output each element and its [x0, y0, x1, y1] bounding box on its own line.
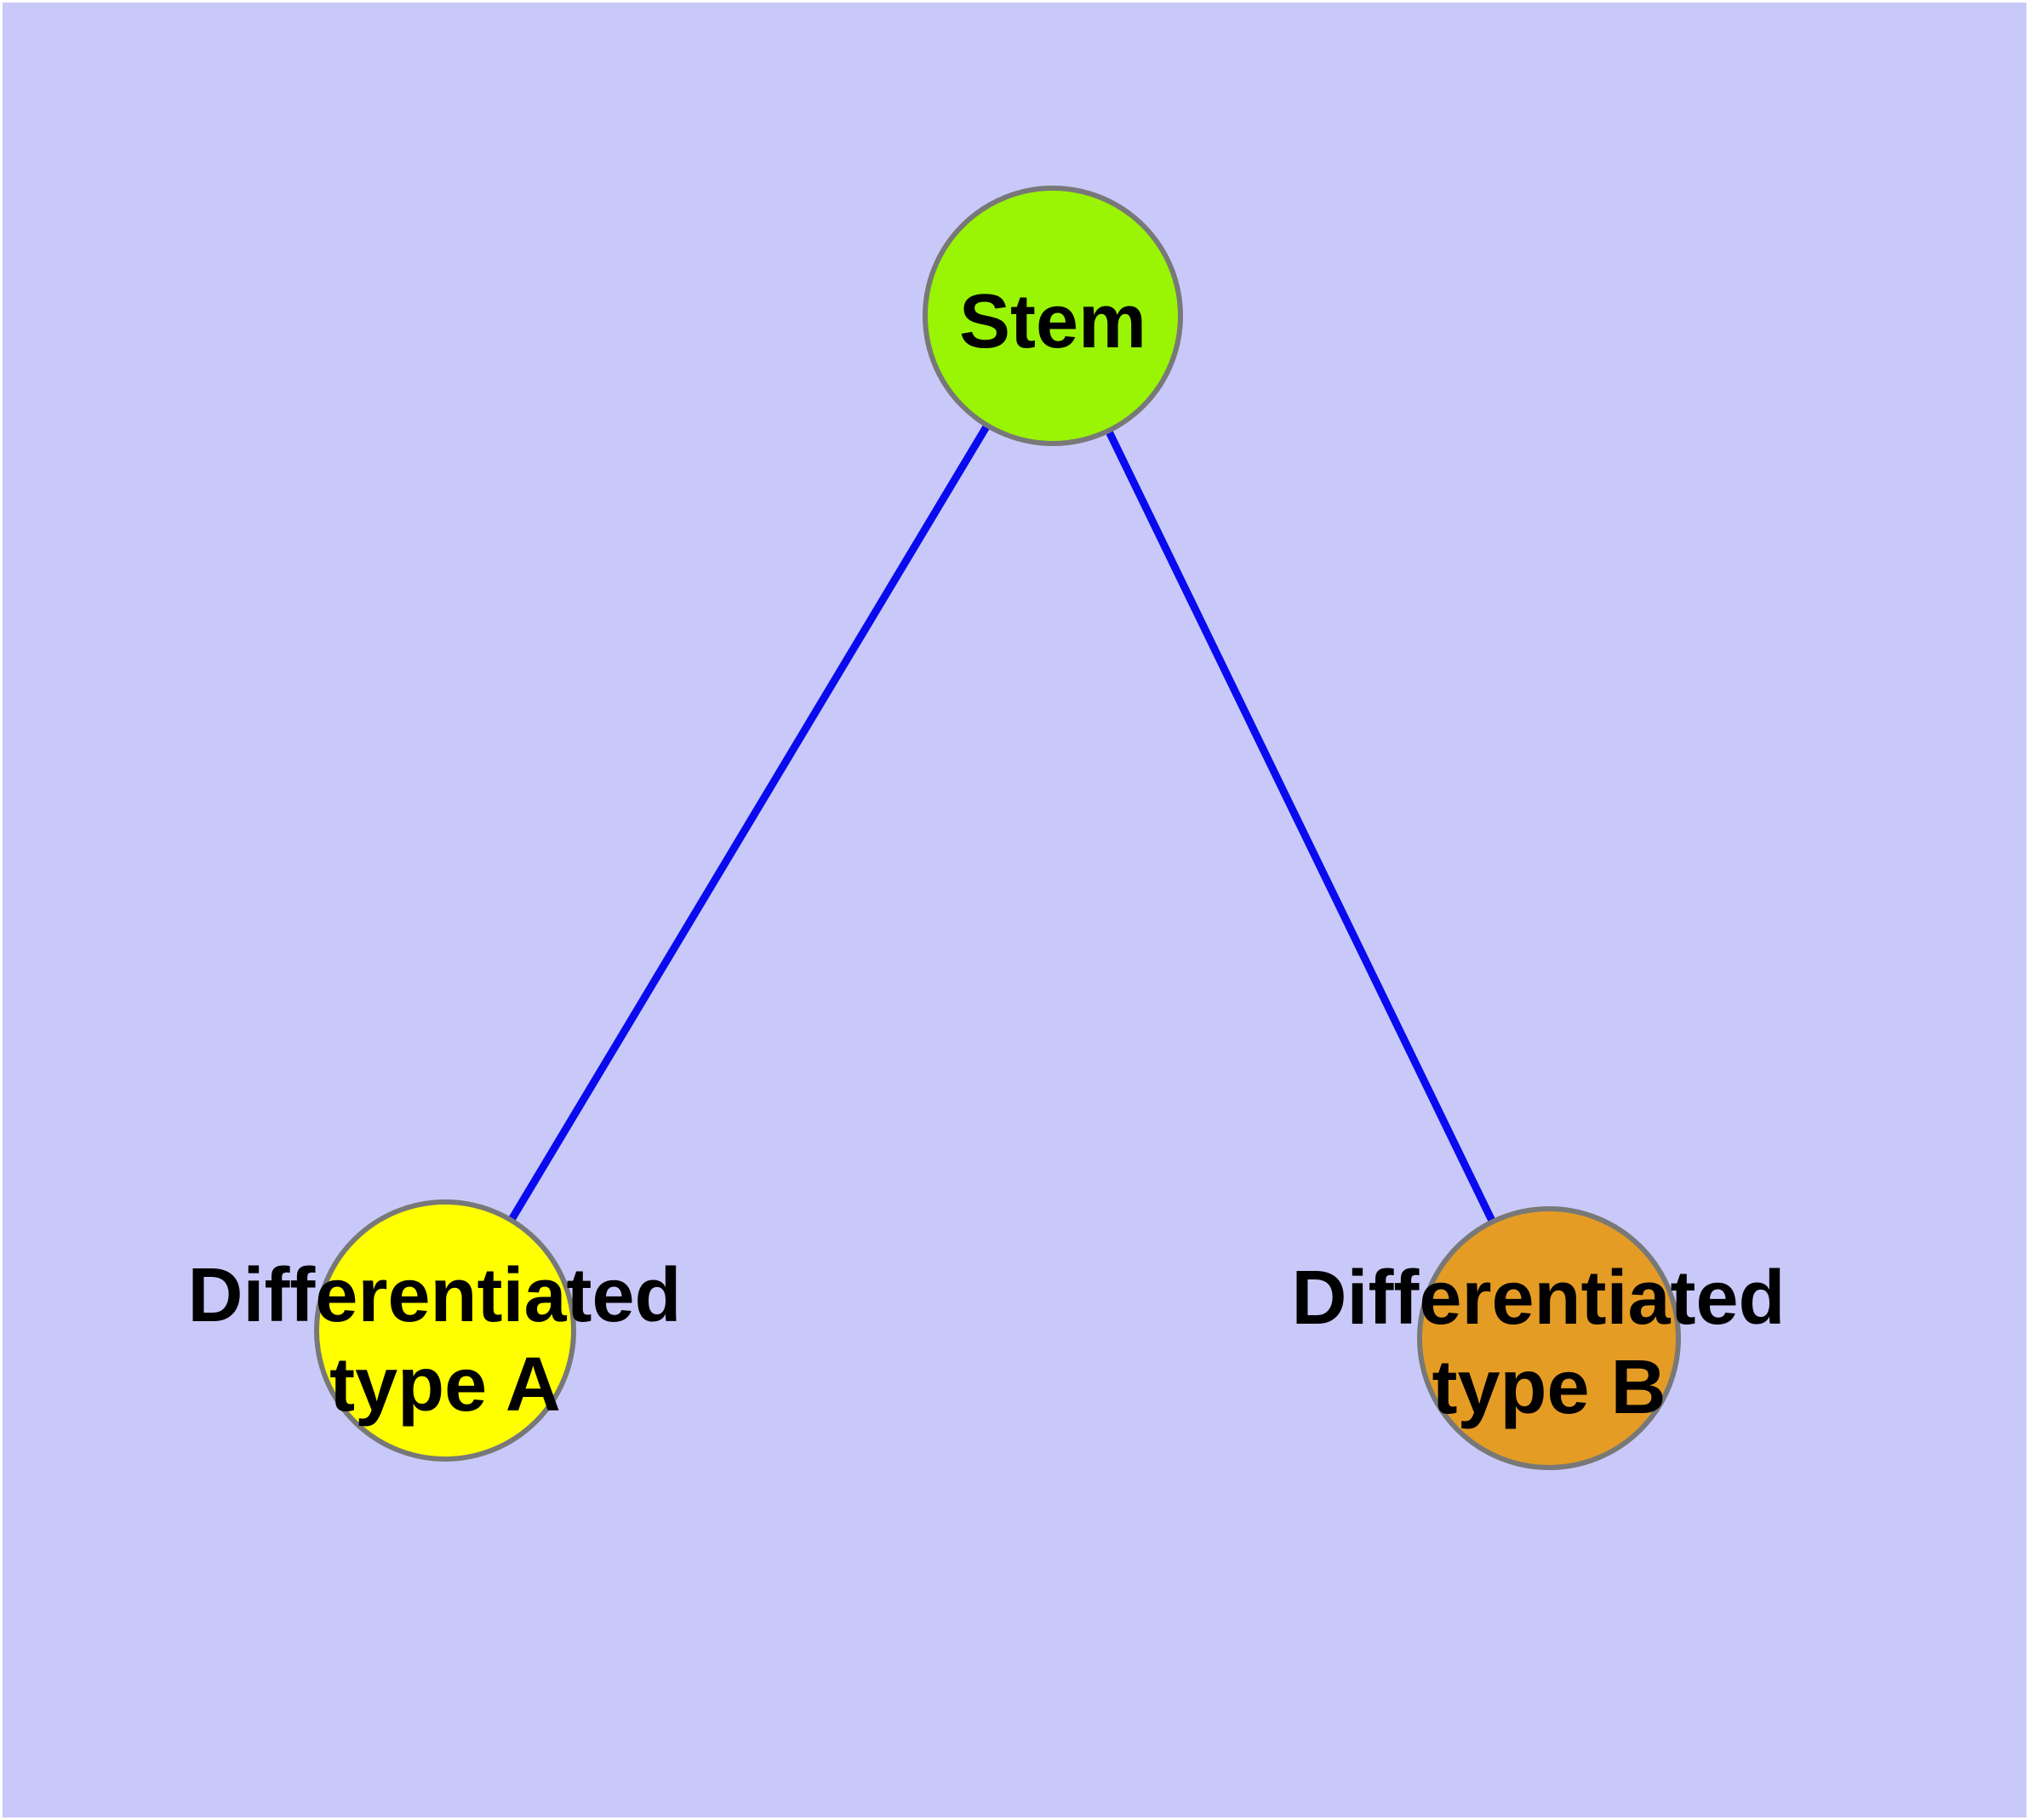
- type-a-node-circle: [314, 1199, 576, 1462]
- type-b-label-line1: Differentiated: [1291, 1256, 1785, 1341]
- type-b-node-label: Differentiated type B: [1291, 1256, 1806, 1430]
- stem-node-circle: [923, 186, 1183, 446]
- type-b-label-line2: type B: [1432, 1345, 1666, 1430]
- type-a-label-line1: Differentiated: [187, 1253, 681, 1338]
- differentiated-type-a-node: Differentiated type A: [187, 1199, 702, 1462]
- type-a-node-label: Differentiated type A: [187, 1253, 702, 1428]
- differentiated-type-b-node: Differentiated type B: [1291, 1206, 1806, 1470]
- type-b-node-circle: [1417, 1206, 1681, 1470]
- edge-stem-to-type-a: [442, 313, 1056, 1333]
- type-a-label-line2: type A: [329, 1342, 561, 1428]
- edge-stem-to-type-b: [1049, 314, 1553, 1340]
- stem-node-label: Stem: [959, 279, 1146, 364]
- stem-node: Stem: [923, 186, 1183, 446]
